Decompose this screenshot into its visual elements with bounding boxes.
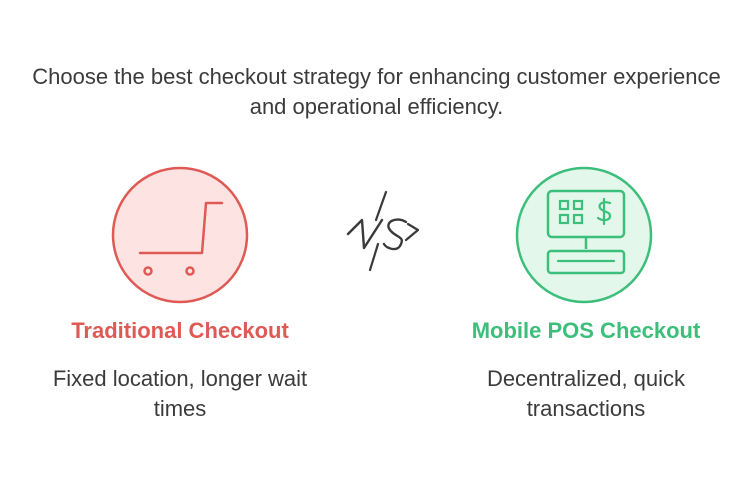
mobile-pos-checkout-description-text: Decentralized, quick transactions [486, 366, 686, 421]
mobile-pos-checkout-title: Mobile POS Checkout [471, 318, 701, 343]
pos-terminal-icon [514, 165, 654, 305]
traditional-checkout-title: Traditional Checkout [71, 318, 289, 343]
vs-lightning-icon [342, 190, 422, 272]
page-heading: Choose the best checkout strategy for en… [32, 64, 721, 119]
traditional-checkout-description-text: Fixed location, longer wait times [52, 366, 308, 421]
mobile-pos-checkout-description: Decentralized, quick transactions [426, 364, 746, 424]
traditional-checkout-description: Fixed location, longer wait times [20, 364, 340, 424]
shopping-cart-icon [110, 165, 250, 305]
